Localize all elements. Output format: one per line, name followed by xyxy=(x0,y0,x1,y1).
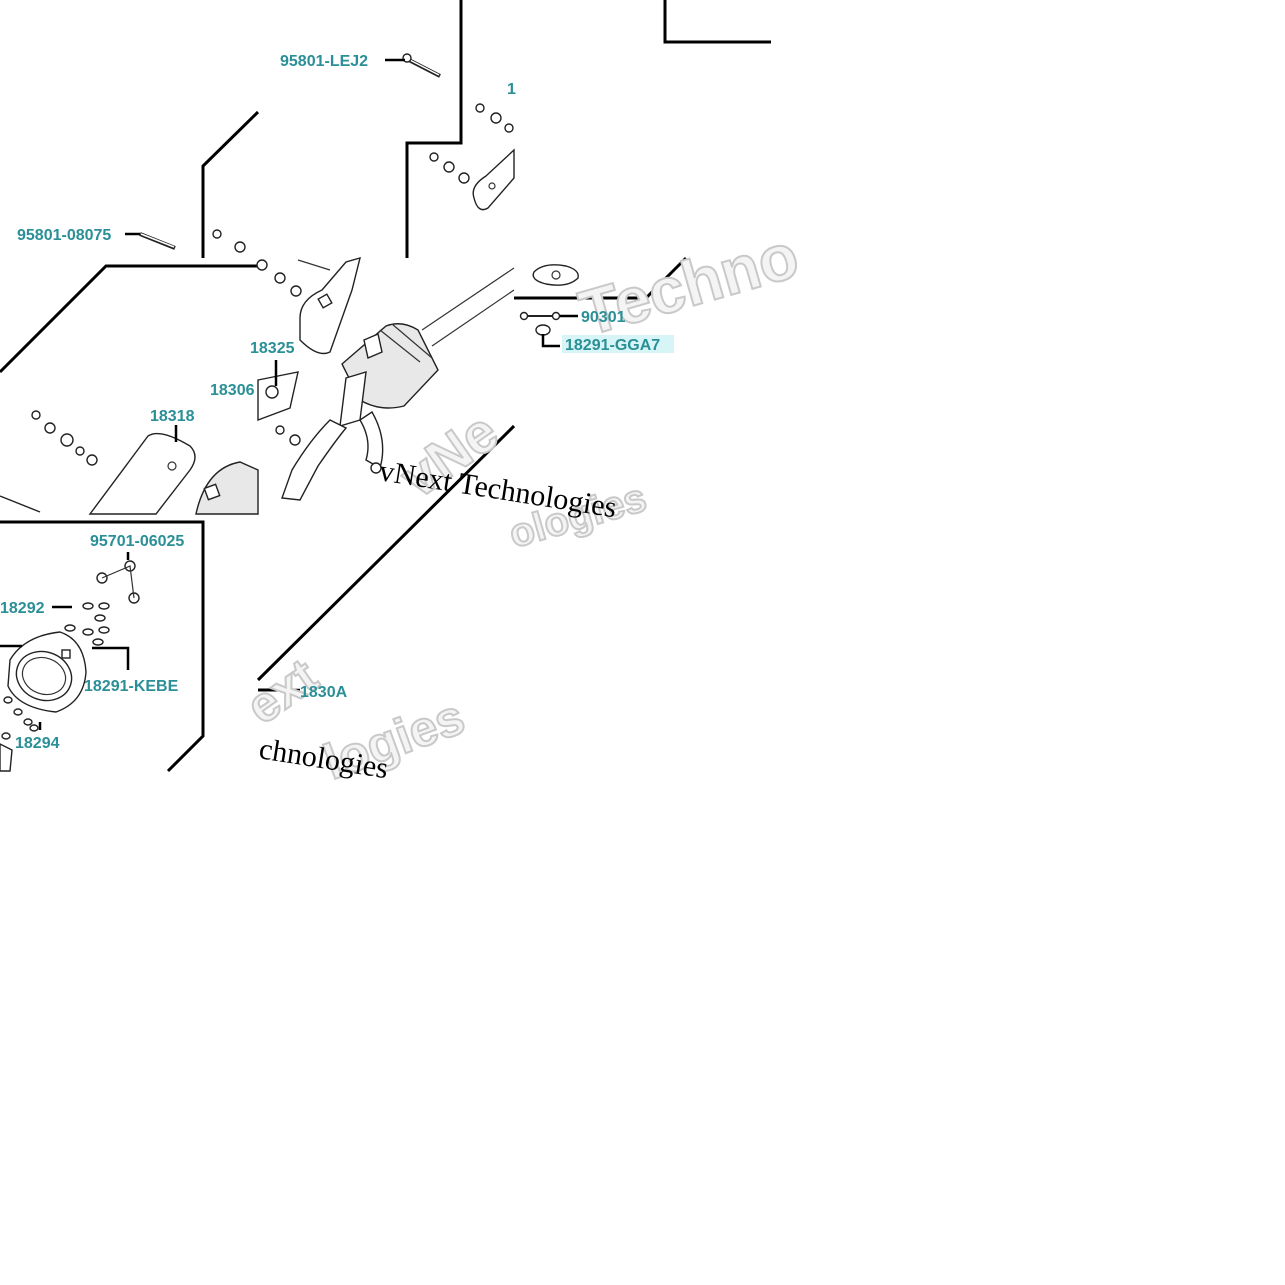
washer-set-left xyxy=(31,410,98,466)
heat-shield-18318 xyxy=(88,432,196,515)
label-18291-KEBE: 18291-KEBE xyxy=(84,678,179,695)
muffler-end-left xyxy=(195,461,259,515)
leader-lines xyxy=(0,58,578,730)
label-95701-06025: 95701-06025 xyxy=(90,533,184,550)
label-18306: 18306 xyxy=(210,382,255,399)
label-18291-GGA7: 18291-GGA7 xyxy=(565,337,660,354)
label-18318: 18318 xyxy=(150,408,195,425)
part-labels: 95801-LEJ2 95801-08075 18325 18306 18318… xyxy=(0,53,674,752)
part-drawings xyxy=(0,53,579,772)
bolt-drawing xyxy=(402,53,441,78)
label-1-partial: 1 xyxy=(507,81,516,98)
muffler-body xyxy=(256,256,515,501)
label-95801-08075: 95801-08075 xyxy=(17,227,111,244)
bolt-left-drawing xyxy=(139,229,246,253)
section-outlines xyxy=(0,0,771,773)
label-18292: 18292 xyxy=(0,600,45,617)
label-90301: 90301 xyxy=(581,309,626,326)
label-1830A: 1830A xyxy=(300,684,348,701)
tail-cap-assembly xyxy=(0,560,140,772)
label-95801-LEJ2: 95801-LEJ2 xyxy=(280,53,368,70)
washer-set-top xyxy=(429,103,514,184)
watermark-outline-techno: Techno xyxy=(572,219,806,350)
gasket-90301 xyxy=(519,264,579,336)
label-18294: 18294 xyxy=(15,735,60,752)
watermark-serif-main: vNext Technologies xyxy=(377,454,619,524)
label-18325: 18325 xyxy=(250,340,295,357)
heat-shield-top xyxy=(472,148,515,211)
